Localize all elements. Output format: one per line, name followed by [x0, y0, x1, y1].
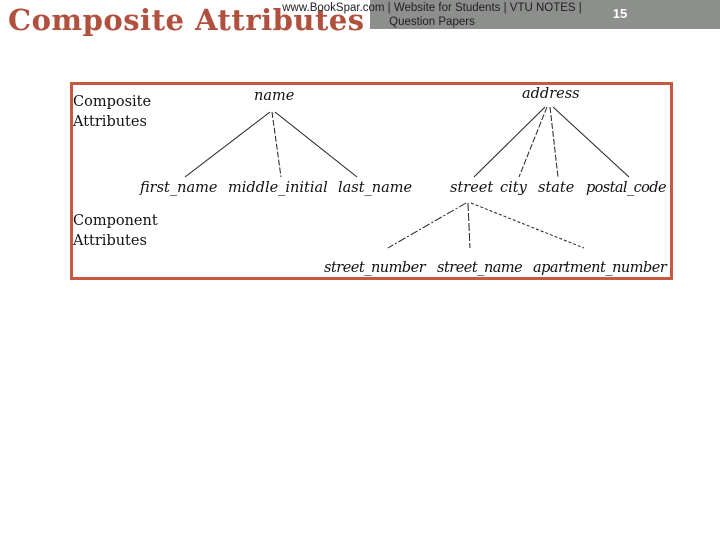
component-attributes-label: Component Attributes [73, 213, 158, 249]
node-city: city [500, 180, 527, 196]
slide-number: 15 [612, 6, 628, 21]
edge-address-state [549, 106, 559, 178]
node-apartment-number: apartment_number [533, 260, 667, 276]
node-middle-initial: middle_initial [228, 180, 328, 196]
node-name: name [254, 88, 295, 104]
edge-street-street-name [467, 202, 471, 249]
slide-title: Composite Attributes [8, 3, 365, 37]
diagram-lines [184, 106, 630, 249]
header-website-note: www.BookSpar.com | Website for Students … [282, 2, 582, 28]
node-street-number: street_number [324, 260, 426, 276]
edge-address-city [518, 106, 548, 178]
node-last-name: last_name [338, 180, 413, 196]
node-first-name: first_name [140, 180, 218, 196]
edge-name-middle-initial [271, 111, 282, 178]
edge-address-street [473, 106, 546, 178]
edge-street-apartment-number [470, 202, 585, 249]
node-state: state [538, 180, 575, 196]
composite-attributes-label: Composite Attributes [73, 94, 152, 130]
node-street-name: street_name [437, 260, 523, 276]
node-postal-code: postal_code [586, 180, 667, 196]
edge-address-postal-code [552, 106, 630, 178]
edge-street-street-number [387, 202, 467, 249]
node-address: address [522, 86, 580, 102]
edge-name-last-name [274, 111, 358, 178]
header-title-area [0, 0, 370, 29]
figure-frame: Composite Attributes Component Attribute… [70, 82, 673, 280]
edge-name-first-name [184, 111, 271, 178]
node-street: street [450, 180, 494, 196]
